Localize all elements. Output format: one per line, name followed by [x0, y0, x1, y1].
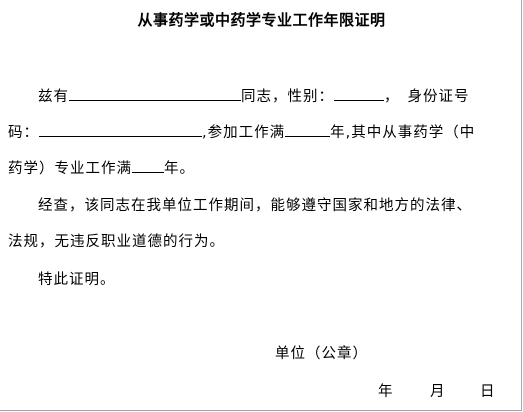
paragraph-1-line-2: 码： ,参加工作满 年,其中从事药学（中 — [8, 122, 475, 143]
paragraph-2-line-1: 经查，该同志在我单位工作期间，能够遵守国家和地方的法律、 — [38, 198, 472, 214]
text-tongzhi: 同志，性别： — [241, 89, 334, 105]
text-prefix: 兹有 — [38, 89, 69, 105]
text-nian1: 年,其中从事药学（中 — [330, 125, 476, 141]
date-day: 日 — [480, 384, 495, 400]
id-number-blank[interactable] — [39, 122, 202, 137]
text-comma: ， — [384, 89, 400, 105]
text-join: ,参加工作满 — [202, 125, 286, 141]
document-title: 从事药学或中药学专业工作年限证明 — [137, 11, 386, 29]
pharmacy-years-blank[interactable] — [132, 158, 164, 173]
paragraph-2-line-2: 法规，无违反职业道德的行为。 — [8, 234, 225, 250]
text-line3-start: 药学）专业工作满 — [8, 161, 132, 177]
total-years-blank[interactable] — [285, 122, 331, 137]
text-ma: 码： — [8, 125, 39, 141]
gender-blank[interactable] — [334, 86, 384, 101]
paragraph-1-line-3: 药学）专业工作满 年。 — [8, 158, 195, 179]
closing-text: 特此证明。 — [38, 272, 116, 288]
date-year: 年 — [378, 384, 393, 400]
paragraph-1-line-1: 兹有 同志，性别： ， 身份证号 — [38, 86, 470, 107]
name-blank[interactable] — [69, 86, 241, 101]
text-id-label: 身份证号 — [407, 89, 470, 105]
unit-seal-label: 单位（公章） — [275, 346, 368, 362]
text-nian2: 年。 — [164, 161, 195, 177]
date-month: 月 — [430, 384, 445, 400]
